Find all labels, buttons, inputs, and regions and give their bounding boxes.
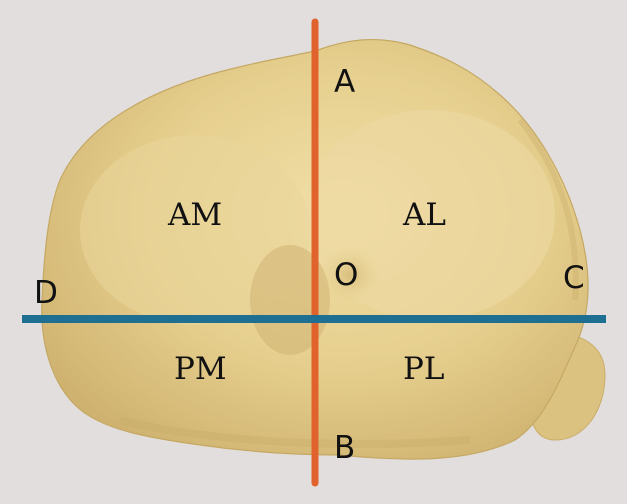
label-c: C xyxy=(563,260,585,296)
label-am: AM xyxy=(167,197,222,233)
label-d: D xyxy=(34,275,58,311)
label-pm: PM xyxy=(174,351,227,387)
label-b: B xyxy=(334,430,355,466)
label-pl: PL xyxy=(403,351,444,387)
label-al: AL xyxy=(402,197,446,233)
label-a: A xyxy=(334,64,355,100)
label-o: O xyxy=(334,257,358,293)
